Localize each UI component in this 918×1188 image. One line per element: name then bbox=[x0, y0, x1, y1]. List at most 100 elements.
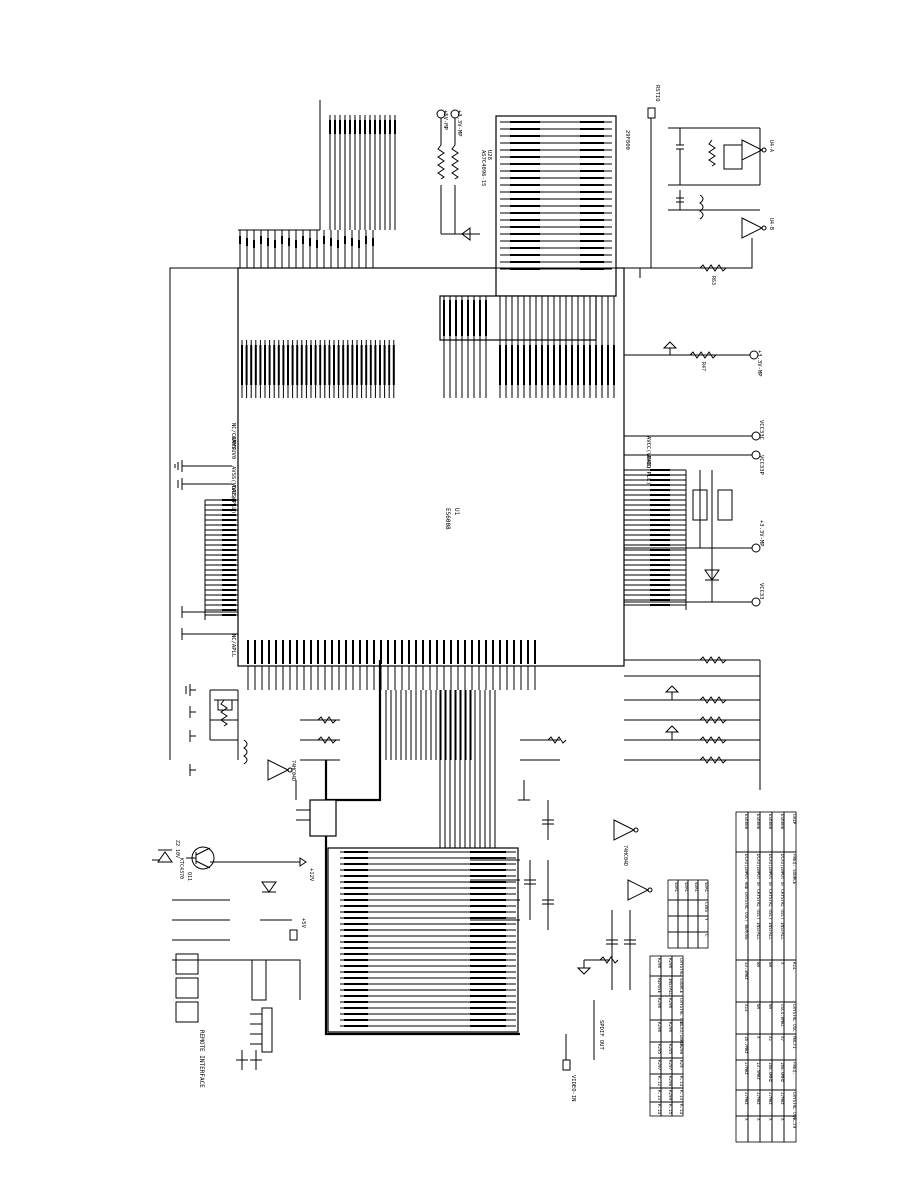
pin-label-mark bbox=[580, 177, 604, 179]
table-cell-text: 16.7MHz bbox=[744, 1036, 749, 1054]
pin-label-mark bbox=[388, 345, 391, 385]
pin-label-mark bbox=[319, 345, 322, 385]
table-cell-text: 168.0MHz bbox=[780, 1062, 785, 1083]
nc-camys-label: NC/CAMYS bbox=[230, 423, 236, 450]
pin-label-mark bbox=[520, 640, 522, 664]
pin-label-mark bbox=[470, 857, 506, 859]
pin-label-mark bbox=[650, 469, 670, 471]
pin-label-mark bbox=[470, 923, 506, 925]
pin-label-mark bbox=[241, 345, 243, 385]
table-cell-text: DCXO(INPUT OF CRYSTAL OSC) INSTALL bbox=[780, 854, 785, 940]
pin-label-mark bbox=[222, 589, 236, 591]
pin-label-mark bbox=[264, 345, 266, 385]
table-cell-text: R295 bbox=[657, 1044, 662, 1055]
pin-label-mark bbox=[470, 869, 506, 871]
pin-label-mark bbox=[510, 191, 540, 193]
pin-label-mark bbox=[650, 474, 670, 476]
pin-label-mark bbox=[523, 345, 525, 385]
pin-label-mark bbox=[470, 947, 506, 949]
table-cell-text: DCXO(INPUT AND CRYSTAL OSC) REMOVE bbox=[744, 854, 749, 940]
pin-label-mark bbox=[470, 863, 506, 865]
pin-label-mark bbox=[650, 524, 670, 526]
table-cell-text: NA bbox=[768, 962, 773, 968]
remote-interface-label: REMOTE INTERFACE bbox=[198, 1030, 205, 1088]
table-cell bbox=[649, 1101, 662, 1117]
pin-label-mark bbox=[470, 1019, 506, 1021]
pin-label-mark bbox=[506, 640, 508, 664]
pin-label-mark bbox=[344, 899, 368, 901]
pin-label-mark bbox=[369, 345, 372, 385]
plus5v-label: +5V bbox=[300, 918, 306, 929]
pin-label-mark bbox=[273, 345, 276, 385]
pin-label-mark bbox=[344, 923, 368, 925]
pin-label-mark bbox=[344, 236, 346, 244]
table-cell-text: R.14 bbox=[679, 1104, 684, 1115]
pin-label-mark bbox=[222, 529, 236, 531]
pin-label-mark bbox=[580, 191, 604, 193]
table-cell-text: R.14 bbox=[657, 1104, 662, 1115]
vcc33-label: VCC33 bbox=[758, 583, 764, 600]
v33mp-right: +3.3V-MP R47 bbox=[624, 341, 762, 377]
pin-label-mark bbox=[222, 609, 236, 611]
pin-label-mark bbox=[337, 345, 340, 385]
vcc33p-label: VCC33P bbox=[758, 455, 764, 476]
pin-label-mark bbox=[583, 345, 585, 385]
pin-label-mark bbox=[305, 345, 308, 385]
r47-label: R47 bbox=[700, 362, 706, 371]
left-crystal-area bbox=[214, 690, 248, 765]
pin-label-mark bbox=[310, 345, 312, 385]
pin-label-mark bbox=[373, 640, 375, 664]
spdif-out-label: SPDIF OUT bbox=[598, 1020, 604, 1050]
pin-label-mark bbox=[415, 640, 417, 664]
pin-label-mark bbox=[344, 953, 368, 955]
pin-label-mark bbox=[344, 911, 368, 913]
table-cell-text: X7 bbox=[780, 1036, 785, 1042]
table-cell-text: R297 bbox=[668, 1060, 673, 1071]
pin-label-mark bbox=[470, 989, 506, 991]
pin-label-mark bbox=[470, 917, 506, 919]
pin-label-mark bbox=[510, 128, 540, 130]
table-cell-text: VDAC bbox=[674, 882, 679, 893]
pin-label-mark bbox=[541, 345, 543, 385]
pin-label-mark bbox=[344, 947, 368, 949]
pin-label-mark bbox=[358, 240, 360, 248]
pin-label-mark bbox=[470, 1001, 506, 1003]
table-cell-text: 13.5MHz bbox=[756, 1062, 761, 1080]
pin-label-mark bbox=[300, 345, 303, 385]
table-cell-text: OSC4.0MHZ bbox=[780, 1004, 785, 1027]
pin-label-mark bbox=[247, 640, 249, 664]
pin-label-mark bbox=[580, 268, 604, 270]
pin-label-mark bbox=[529, 345, 531, 385]
u3-small-ic bbox=[295, 716, 567, 930]
pin-label-mark bbox=[650, 569, 670, 571]
pin-label-mark bbox=[527, 640, 529, 664]
table-cell-text: 27MHz bbox=[744, 1092, 749, 1105]
pin-label-mark bbox=[547, 345, 549, 385]
pin-label-mark bbox=[351, 238, 353, 246]
pin-label-mark bbox=[553, 345, 555, 385]
pin-label-mark bbox=[470, 941, 506, 943]
table-cell-text: VDAC bbox=[694, 882, 699, 893]
pin-label-mark bbox=[250, 345, 253, 385]
pin-label-mark bbox=[589, 345, 591, 385]
table-cell-text: R298 bbox=[679, 1044, 684, 1055]
pin-label-mark bbox=[374, 120, 376, 134]
pin-label-mark bbox=[470, 983, 506, 985]
pin-label-mark bbox=[282, 345, 285, 385]
pin-label-mark bbox=[510, 149, 540, 151]
pin-label-mark bbox=[309, 238, 311, 246]
pin-label-mark bbox=[359, 640, 361, 664]
table-cell-text: X1 bbox=[768, 1036, 773, 1042]
table-cell-text: 27MHz bbox=[756, 1092, 761, 1105]
pin-label-mark bbox=[344, 995, 368, 997]
pin-label-mark bbox=[259, 345, 262, 385]
table-cell-text: NA bbox=[768, 1004, 773, 1010]
pin-label-mark bbox=[254, 640, 256, 664]
pin-label-mark bbox=[607, 345, 609, 385]
table-cell-text: R295 bbox=[668, 1044, 673, 1055]
pin-label-mark bbox=[408, 640, 410, 664]
table-cell-text: R.13 bbox=[657, 1090, 662, 1101]
pin-label-mark bbox=[510, 261, 540, 263]
